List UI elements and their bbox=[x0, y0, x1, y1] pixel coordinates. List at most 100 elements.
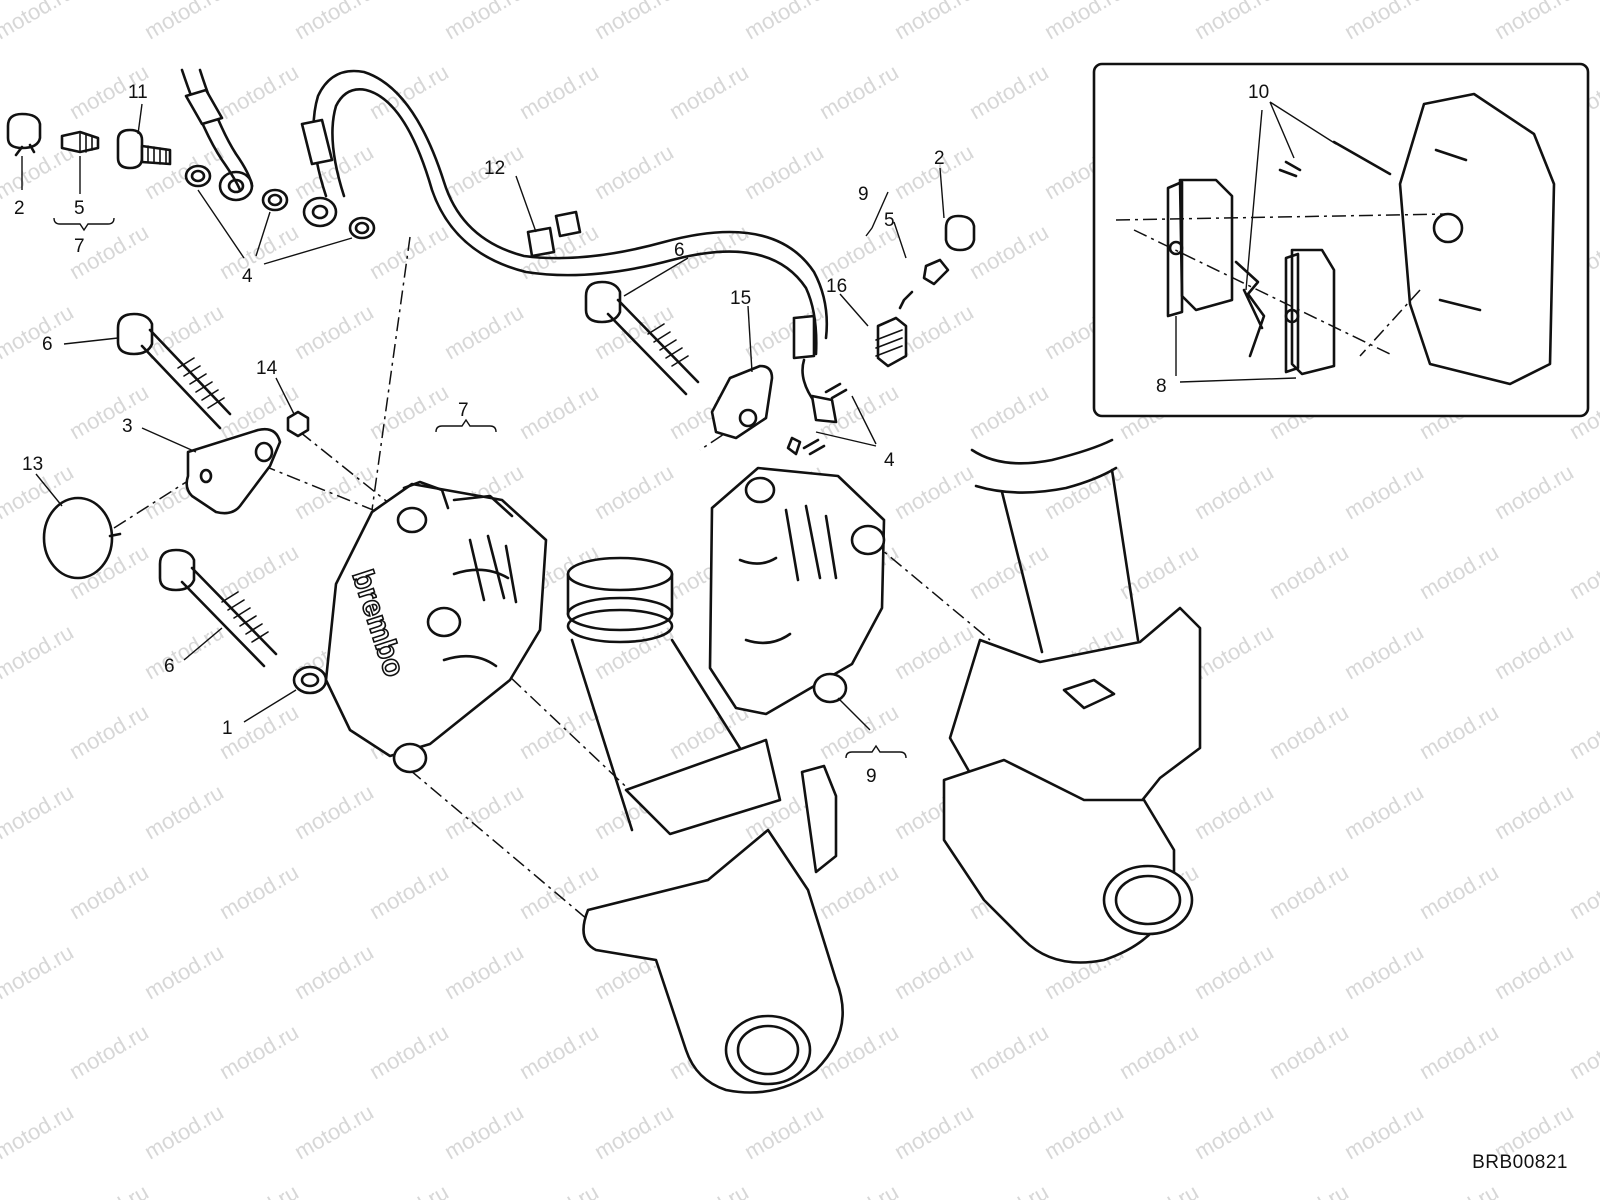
caliper-bolts bbox=[116, 280, 700, 668]
watermark-text: motod.ru bbox=[515, 699, 603, 764]
callout-11: 11 bbox=[128, 82, 148, 103]
drawing-code: BRB00821 bbox=[1472, 1152, 1568, 1173]
watermark-text: motod.ru bbox=[65, 1179, 153, 1200]
watermark-text: motod.ru bbox=[590, 1099, 678, 1164]
callout-2-right: 2 bbox=[934, 148, 945, 169]
watermark-text: motod.ru bbox=[365, 1019, 453, 1084]
watermark-text: motod.ru bbox=[0, 779, 78, 844]
watermark-text: motod.ru bbox=[65, 859, 153, 924]
watermark-text: motod.ru bbox=[965, 59, 1053, 124]
watermark-text: motod.ru bbox=[440, 0, 528, 44]
watermark-text: motod.ru bbox=[215, 539, 303, 604]
watermark-text: motod.ru bbox=[365, 59, 453, 124]
watermark-text: motod.ru bbox=[1265, 699, 1353, 764]
callout-9-caliper: 9 bbox=[866, 766, 877, 787]
watermark-text: motod.ru bbox=[1190, 1099, 1278, 1164]
watermark-text: motod.ru bbox=[290, 1099, 378, 1164]
watermark-text: motod.ru bbox=[440, 779, 528, 844]
watermark-text: motod.ru bbox=[665, 59, 753, 124]
watermark-text: motod.ru bbox=[1565, 1179, 1600, 1200]
watermark-text: motod.ru bbox=[140, 779, 228, 844]
watermark-text: motod.ru bbox=[215, 859, 303, 924]
watermark-text: motod.ru bbox=[365, 379, 453, 444]
watermark-text: motod.ru bbox=[440, 939, 528, 1004]
watermark-text: motod.ru bbox=[740, 1099, 828, 1164]
watermark-text: motod.ru bbox=[1115, 1179, 1203, 1200]
callout-9: 9 bbox=[858, 184, 869, 205]
watermark-text: motod.ru bbox=[140, 1099, 228, 1164]
watermark-text: motod.ru bbox=[515, 1179, 603, 1200]
watermark-text: motod.ru bbox=[515, 379, 603, 444]
watermark-text: motod.ru bbox=[65, 699, 153, 764]
watermark-text: motod.ru bbox=[965, 1179, 1053, 1200]
callout-10: 10 bbox=[1248, 82, 1269, 103]
callout-5: 5 bbox=[74, 198, 85, 219]
watermark-text: motod.ru bbox=[65, 1019, 153, 1084]
callout-4: 4 bbox=[242, 266, 253, 287]
watermark-text: motod.ru bbox=[1415, 699, 1503, 764]
watermark-text: motod.ru bbox=[0, 59, 3, 124]
watermark-text: motod.ru bbox=[1490, 779, 1578, 844]
watermark-text: motod.ru bbox=[1490, 939, 1578, 1004]
watermark-text: motod.ru bbox=[0, 939, 78, 1004]
watermark-text: motod.ru bbox=[1340, 459, 1428, 524]
watermark-text: motod.ru bbox=[1265, 859, 1353, 924]
callout-1: 1 bbox=[222, 718, 233, 739]
watermark-text: motod.ru bbox=[965, 379, 1053, 444]
callout-3: 3 bbox=[122, 416, 133, 437]
left-brake-caliper: brembo bbox=[324, 480, 548, 774]
watermark-text: motod.ru bbox=[1490, 0, 1578, 44]
callout-13: 13 bbox=[22, 454, 43, 475]
watermark-text: motod.ru bbox=[1565, 539, 1600, 604]
watermark-text: motod.ru bbox=[290, 0, 378, 44]
watermark-text: motod.ru bbox=[140, 0, 228, 44]
watermark-text: motod.ru bbox=[1340, 0, 1428, 44]
callout-numbers: 2 5 7 11 4 12 6 14 3 13 7 6 1 6 15 16 9 … bbox=[14, 82, 1269, 787]
watermark-text: motod.ru bbox=[0, 299, 78, 364]
watermark-text: motod.ru bbox=[965, 1019, 1053, 1084]
watermark-text: motod.ru bbox=[1190, 779, 1278, 844]
watermark-text: motod.ru bbox=[0, 1019, 3, 1084]
callout-7-caliper: 7 bbox=[458, 400, 469, 421]
right-bleed-group bbox=[802, 214, 976, 456]
callout-2: 2 bbox=[14, 198, 25, 219]
watermark-text: motod.ru bbox=[0, 699, 3, 764]
watermark-text: motod.ru bbox=[215, 1019, 303, 1084]
watermark-text: motod.ru bbox=[1340, 779, 1428, 844]
watermark-text: motod.ru bbox=[590, 459, 678, 524]
watermark-text: motod.ru bbox=[0, 1179, 3, 1200]
watermark-text: motod.ru bbox=[590, 0, 678, 44]
callout-7: 7 bbox=[74, 236, 85, 257]
watermark-text: motod.ru bbox=[515, 59, 603, 124]
left-hose-fitting-group bbox=[6, 68, 838, 424]
watermark-text: motod.ru bbox=[1565, 859, 1600, 924]
watermark-text: motod.ru bbox=[140, 619, 228, 684]
watermark-text: motod.ru bbox=[965, 219, 1053, 284]
watermark-text: motod.ru bbox=[365, 219, 453, 284]
watermark-text: motod.ru bbox=[1340, 939, 1428, 1004]
watermark-text: motod.ru bbox=[1415, 1019, 1503, 1084]
watermark-text: motod.ru bbox=[1490, 619, 1578, 684]
watermark-text: motod.ru bbox=[440, 1099, 528, 1164]
watermark-text: motod.ru bbox=[140, 939, 228, 1004]
watermark-text: motod.ru bbox=[815, 1179, 903, 1200]
watermark-text: motod.ru bbox=[0, 0, 78, 44]
watermark-text: motod.ru bbox=[0, 219, 3, 284]
watermark-text: motod.ru bbox=[1115, 1019, 1203, 1084]
watermark-text: motod.ru bbox=[1190, 0, 1278, 44]
watermark-text: motod.ru bbox=[1340, 619, 1428, 684]
callout-15: 15 bbox=[730, 288, 751, 309]
callout-8: 8 bbox=[1156, 376, 1167, 397]
watermark-text: motod.ru bbox=[1190, 619, 1278, 684]
watermark-text: motod.ru bbox=[815, 859, 903, 924]
callout-6-lower: 6 bbox=[164, 656, 175, 677]
watermark-text: motod.ru bbox=[590, 139, 678, 204]
watermark-text: motod.ru bbox=[1415, 539, 1503, 604]
watermark-text: motod.ru bbox=[0, 619, 78, 684]
watermark-text: motod.ru bbox=[65, 379, 153, 444]
leader-lines bbox=[21, 101, 1337, 759]
callout-4-right: 4 bbox=[884, 450, 895, 471]
watermark-text: motod.ru bbox=[890, 619, 978, 684]
watermark-text: motod.ru bbox=[1565, 699, 1600, 764]
